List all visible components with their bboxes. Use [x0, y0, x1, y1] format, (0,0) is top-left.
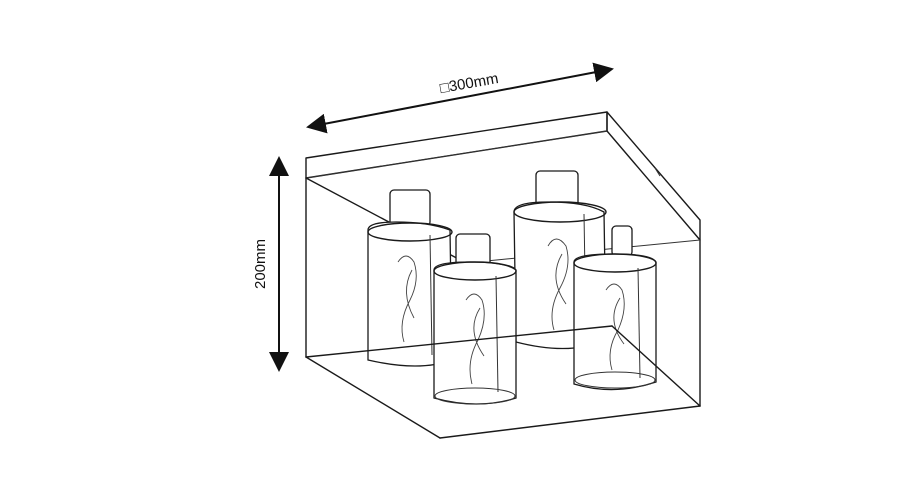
height-dimension-label: 200mm [252, 239, 269, 289]
cage-frame-front [305, 325, 701, 439]
lamp-shade-back-left [367, 189, 453, 367]
width-dimension-arrow [306, 62, 614, 134]
lamp-shade-front-right [573, 225, 657, 391]
height-dimension: 200mm [252, 156, 289, 372]
lamp-shade-front-left [433, 233, 517, 405]
ceiling-base-plate [305, 111, 701, 241]
